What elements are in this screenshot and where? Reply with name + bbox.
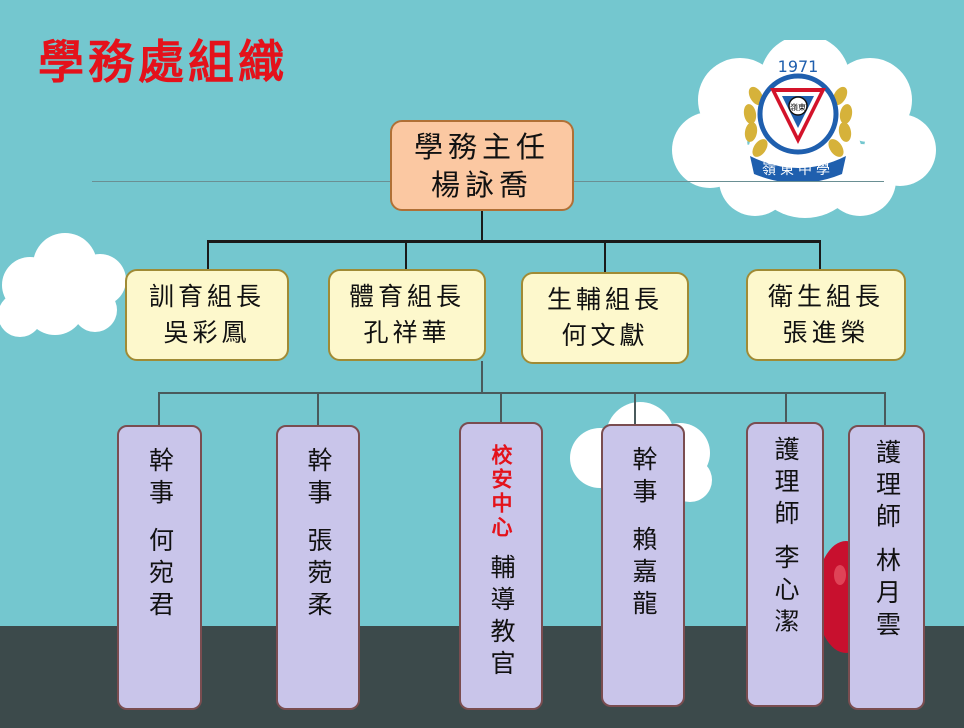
logo-year: 1971	[778, 57, 819, 76]
school-logo: 嶺東 1971 嶺東中學	[743, 57, 853, 182]
connector-mid-low	[481, 361, 483, 393]
staff-role: 護理師	[771, 436, 800, 532]
section-role: 訓育組長	[148, 282, 265, 311]
section-box-health: 衛生組長 張進榮	[746, 269, 906, 361]
connector-low-1	[158, 392, 160, 425]
section-name: 何文獻	[561, 321, 649, 350]
connector-low-4	[634, 392, 636, 425]
connector-mid-2	[405, 240, 407, 269]
staff-box-2: 幹事 張菀柔	[276, 425, 360, 710]
staff-box-3: 校安中心 輔導教官	[459, 422, 543, 710]
staff-role: 幹事	[629, 446, 658, 510]
staff-name: 張菀柔	[304, 527, 333, 623]
cloud-left	[0, 233, 126, 337]
staff-name: 賴嘉龍	[629, 526, 658, 622]
staff-box-1: 幹事 何宛君	[117, 425, 202, 710]
director-name: 楊詠喬	[430, 167, 533, 202]
connector-head-down	[481, 211, 483, 241]
staff-box-5: 護理師 李心潔	[746, 422, 824, 707]
connector-low-3	[500, 392, 502, 423]
connector-mid-bus	[207, 240, 820, 243]
section-box-life-guidance: 生輔組長 何文獻	[521, 272, 689, 364]
page-title: 學務處組織	[38, 35, 288, 89]
staff-role: 護理師	[872, 439, 902, 535]
section-name: 張進榮	[782, 318, 870, 347]
connector-low-bus	[158, 392, 885, 394]
section-box-sports: 體育組長 孔祥華	[328, 269, 486, 361]
connector-mid-3	[604, 240, 606, 272]
logo-emblem-text: 嶺東	[790, 102, 806, 112]
staff-name: 何宛君	[145, 527, 175, 623]
connector-low-2	[317, 392, 319, 425]
section-role: 衛生組長	[767, 282, 884, 311]
staff-name: 輔導教官	[487, 554, 516, 682]
connector-low-6	[884, 392, 886, 425]
staff-name: 林月雲	[872, 547, 902, 643]
apple-decoration	[816, 541, 858, 653]
staff-name: 李心潔	[771, 544, 800, 640]
staff-role: 校安中心	[489, 444, 514, 540]
staff-role: 幹事	[304, 447, 333, 511]
director-role: 學務主任	[413, 129, 550, 164]
connector-low-5	[785, 392, 787, 423]
section-role: 生輔組長	[546, 285, 663, 314]
connector-mid-1	[207, 240, 209, 269]
director-box: 學務主任 楊詠喬	[390, 120, 574, 211]
logo-banner-text: 嶺東中學	[762, 162, 834, 178]
staff-box-6: 護理師 林月雲	[848, 425, 925, 710]
section-name: 吳彩鳳	[163, 318, 251, 347]
staff-box-4: 幹事 賴嘉龍	[601, 424, 685, 707]
section-name: 孔祥華	[363, 318, 451, 347]
section-role: 體育組長	[348, 282, 465, 311]
staff-role: 幹事	[145, 447, 175, 511]
section-box-discipline: 訓育組長 吳彩鳳	[125, 269, 289, 361]
connector-mid-4	[819, 240, 821, 269]
